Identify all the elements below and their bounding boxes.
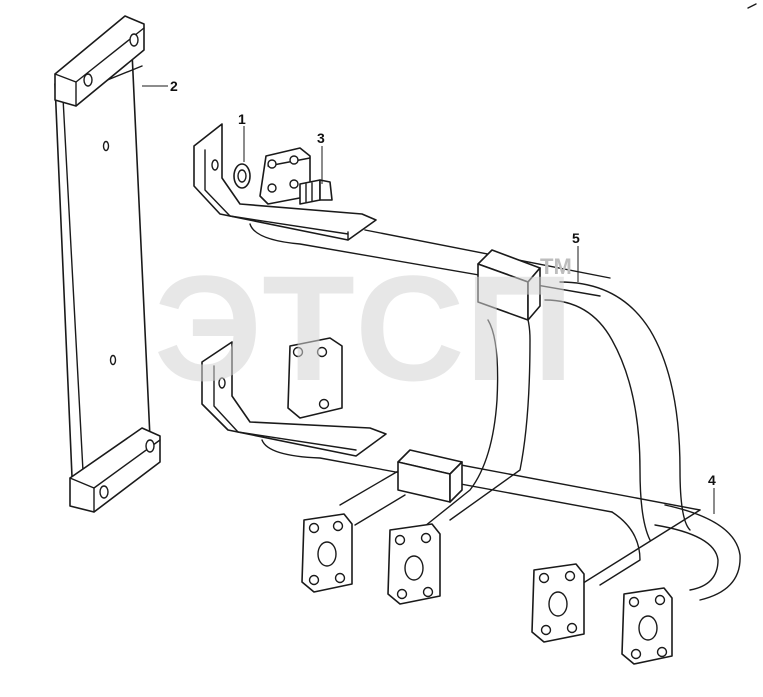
part-3-clamp (259, 147, 333, 205)
callout-3: 3 (317, 130, 325, 184)
callout-4-label: 4 (708, 472, 716, 488)
corner-mark (747, 3, 757, 9)
callout-4: 4 (708, 472, 716, 514)
callout-1: 1 (238, 111, 246, 162)
lower-clamp (287, 337, 343, 419)
flange-1 (301, 513, 353, 593)
watermark-trademark: TM (540, 254, 572, 279)
callout-2: 2 (142, 78, 178, 94)
part-1-washer (233, 163, 251, 189)
watermark-text: ЭТСП (154, 244, 574, 412)
callout-3-label: 3 (317, 130, 325, 146)
callout-1-label: 1 (238, 111, 246, 127)
watermark-logo: ЭТСП TM (154, 244, 574, 412)
pipe-assembly (249, 223, 741, 601)
callout-5-label: 5 (572, 230, 580, 246)
callout-2-label: 2 (170, 78, 178, 94)
part-2-plate (54, 15, 161, 513)
flange-4 (621, 587, 673, 665)
callout-5: 5 (572, 230, 580, 282)
flange-3 (531, 563, 585, 643)
flange-2 (387, 523, 441, 605)
lower-bracket (201, 341, 387, 457)
upper-bracket (193, 123, 377, 241)
